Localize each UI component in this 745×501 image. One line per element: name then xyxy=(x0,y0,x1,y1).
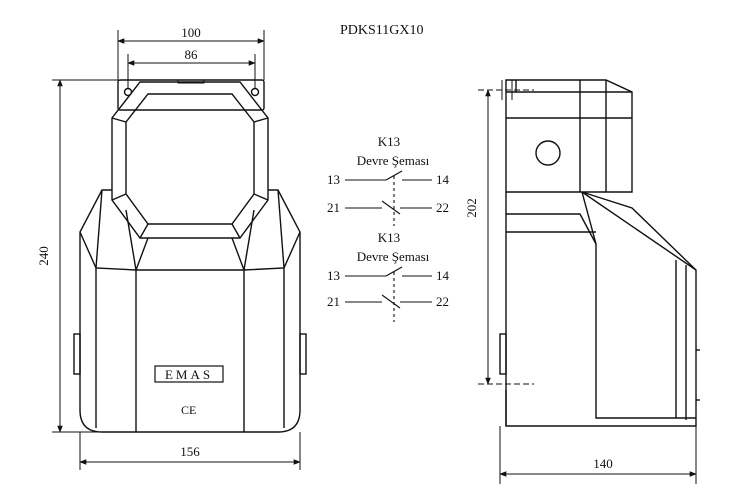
front-view xyxy=(73,79,307,433)
schematic-2: K13 Devre Şeması 13 14 21 22 xyxy=(327,230,450,322)
schematic-1-caption: Devre Şeması xyxy=(357,153,430,168)
schematic-2-caption: Devre Şeması xyxy=(357,249,430,264)
drawing-title: PDKS11GX10 xyxy=(340,23,424,38)
mount-hole-right xyxy=(250,87,260,97)
ce-mark: CE xyxy=(181,403,196,417)
front-dimensions xyxy=(52,30,301,470)
dim-side-height: 202 xyxy=(464,198,479,218)
schematic-1-bottom-left: 21 xyxy=(327,200,340,215)
side-button xyxy=(535,140,561,166)
side-knob-left xyxy=(73,333,81,375)
schematic-2-bottom-right: 22 xyxy=(436,294,449,309)
schematic-1-top-left: 13 xyxy=(327,172,340,187)
side-knob-right xyxy=(299,333,307,375)
dim-width-top-outer: 100 xyxy=(181,25,201,40)
brand-logo-text: EMAS xyxy=(165,367,213,382)
schematic-1-name: K13 xyxy=(378,134,400,149)
dim-width-top-inner: 86 xyxy=(185,47,199,62)
lower-housing xyxy=(79,189,301,433)
schematic-2-name: K13 xyxy=(378,230,400,245)
side-view xyxy=(499,79,700,427)
top-cover-inner xyxy=(125,93,255,225)
dim-width-base: 156 xyxy=(180,444,200,459)
top-cover-outer xyxy=(111,81,269,239)
schematic-2-bottom-left: 21 xyxy=(327,294,340,309)
schematic-1-bottom-right: 22 xyxy=(436,200,449,215)
schematic-2-top-right: 14 xyxy=(436,268,450,283)
side-cap xyxy=(505,79,633,193)
schematic-2-top-left: 13 xyxy=(327,268,340,283)
side-dimensions xyxy=(478,80,697,484)
brand-logo: EMAS xyxy=(154,365,224,383)
schematic-1-top-right: 14 xyxy=(436,172,450,187)
side-lower-housing xyxy=(505,191,697,427)
dim-height-total: 240 xyxy=(36,246,51,266)
schematic-1: K13 Devre Şeması 13 14 21 22 xyxy=(327,134,450,226)
dim-side-depth: 140 xyxy=(593,456,613,471)
side-knob xyxy=(499,333,507,375)
